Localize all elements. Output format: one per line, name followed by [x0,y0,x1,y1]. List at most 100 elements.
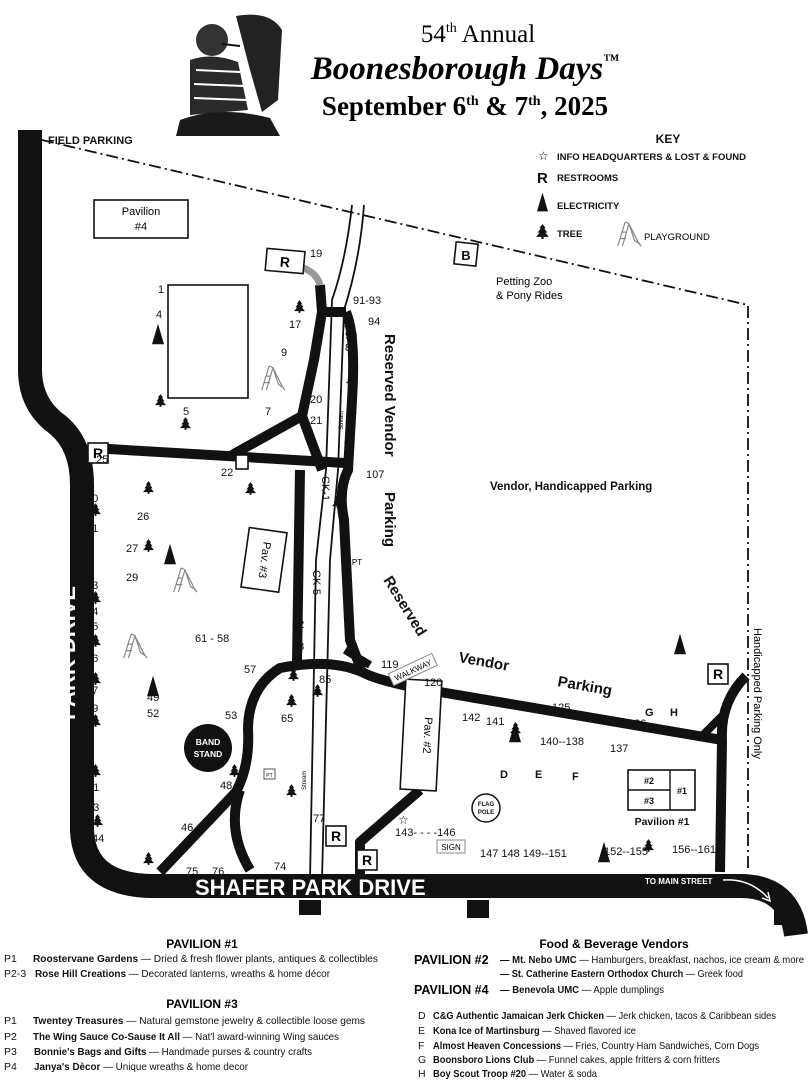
open-field [167,284,249,399]
restroom-marker[interactable]: R [264,247,306,275]
stall-number: 22 [221,467,233,479]
reserved-vendor-label: Reserved Vendor [381,334,398,457]
creek-label: CK-1 [319,476,331,501]
restroom-icon: R [537,170,548,187]
stall-number: 9 [281,347,287,359]
stall-number: 44 [92,833,104,845]
vendor-code: P1 [4,1015,17,1027]
pavilion-3-list: PAVILION #3 P1 Twentey Treasures — Natur… [4,997,365,1073]
key-info-label: INFO HEADQUARTERS & LOST & FOUND [557,152,746,163]
tree-icon [229,764,240,777]
stall-number: 17 [289,319,301,331]
tree-icon [245,482,256,495]
stall-number: 43 [87,802,99,814]
electricity-icon [164,543,176,565]
map-key: KEY ☆ INFO HEADQUARTERS & LOST & FOUND R… [536,132,746,247]
vendor-row-text: Kona Ice of Martinsburg — Shaved flavore… [433,1025,636,1037]
pavilion-1-list: PAVILION #1 P1 Roostervane Gardens — Dri… [4,937,378,980]
pavilion-2-label: Pav. #2 [420,717,434,754]
stall-number: 76 [212,866,224,878]
food-vendor-marker[interactable]: F [572,771,579,783]
stall-number: 140--138 [540,736,584,748]
tree-icon [294,300,305,313]
stall-number: 46 [181,822,193,834]
food-vendor-list: Food & Beverage Vendors PAVILION #2 — Mt… [414,937,804,1080]
star-icon: ☆ [538,149,549,163]
tree-icon [155,394,166,407]
stall-number: 141 [486,716,504,728]
stall-number: 88 [340,457,352,469]
stall-number: 52 [147,708,159,720]
stall-number: 142 [462,712,480,724]
vendor-code: P2 [4,1031,17,1043]
small-structure [235,454,249,470]
parking-label-2: Parking [556,673,613,699]
petting-zoo-label: Petting Zoo [496,276,552,288]
stall-number: 30 [86,493,98,505]
stall-number: 53 [225,710,237,722]
restroom-marker[interactable]: R [707,663,729,685]
tree-icon [536,224,549,239]
food-vendor-marker[interactable]: E [535,769,542,781]
vendor-row-text: Boy Scout Troop #20 — Water & soda [433,1068,597,1080]
vendor-row-text: Roostervane Gardens — Dried & fresh flow… [33,953,378,965]
pt-box [263,768,276,780]
food-vendor-marker[interactable]: H [670,707,678,719]
edition-line: 54th Annual [421,21,535,48]
pavilion-4[interactable] [93,199,189,239]
shafer-park-drive-label: SHAFER PARK DRIVE [195,875,426,900]
vendor-row-text: Rose Hill Creations — Decorated lanterns… [35,968,330,980]
stream-label-2: Stream [302,771,308,790]
pony-rides-label: & Pony Rides [496,290,563,302]
restroom-marker[interactable]: R [356,849,378,871]
vendor-row-text: Bonnie's Bags and Gifts — Handmade purse… [34,1046,312,1058]
stall-number: 21 [310,415,322,427]
creek-label: CK-5 [310,570,322,595]
stall-number: 37 [86,685,98,697]
stall-number: 41 [87,782,99,794]
stall-number: 63 [292,641,304,653]
stall-number: 156--161 [672,844,716,856]
tree-icon [180,417,191,430]
band-stand[interactable]: BAND STAND [184,724,232,772]
stall-number: 48 [220,780,232,792]
restroom-marker[interactable]: R [325,825,347,847]
vendor-code: P4 [4,1061,17,1073]
info-headquarters-star-icon[interactable]: ☆ [398,813,409,827]
playground-icon[interactable] [261,365,286,391]
food-vendor-marker[interactable]: D [500,769,508,781]
key-electricity-label: ELECTRICITY [557,201,620,212]
key-title: KEY [656,132,681,146]
pt-label: PT [352,558,362,567]
stall-number: 57 [244,664,256,676]
pavilion-1-cell-1: #1 [677,786,687,796]
stall-number: 33 [86,580,98,592]
pavilion-3[interactable]: Pav. #3 [240,526,288,594]
pavilion-1-label: Pavilion #1 [635,816,690,828]
festival-title: Boonesborough Days™ [310,51,619,87]
band-stand-label: BAND [196,737,221,747]
restroom-letter: R [93,445,103,461]
playground-icon[interactable] [123,633,148,659]
vendor-row-text: C&G Authentic Jamaican Jerk Chicken — Je… [433,1010,776,1022]
restroom-marker[interactable]: R [87,442,109,464]
stall-number: 65 [281,713,293,725]
playground-icon[interactable] [173,567,198,593]
tree-icon [143,481,154,494]
pavilion-1[interactable]: #2 #3 #1 Pavilion #1 [627,769,696,828]
stall-number: 125 [552,702,570,714]
stall-number: 1 [158,284,164,296]
band-stand-label-2: STAND [194,749,223,759]
vendor-row-text: Twentey Treasures — Natural gemstone jew… [33,1015,365,1027]
stall-number: 152--155 [604,846,648,858]
pavilion-4-label: Pavilion [122,206,161,218]
stall-number: 34 [86,606,98,618]
pavilion-2[interactable]: Pav. #2 [399,678,443,792]
food-vendor-marker[interactable]: G [645,707,654,719]
vendor-handicapped-parking-label: Vendor, Handicapped Parking [490,481,652,493]
stall-number: 137 [610,743,628,755]
festival-dates: September 6th & 7th, 2025 [322,91,608,121]
reserved-label: Reserved [380,573,430,639]
stall-number: 5 [183,406,189,418]
